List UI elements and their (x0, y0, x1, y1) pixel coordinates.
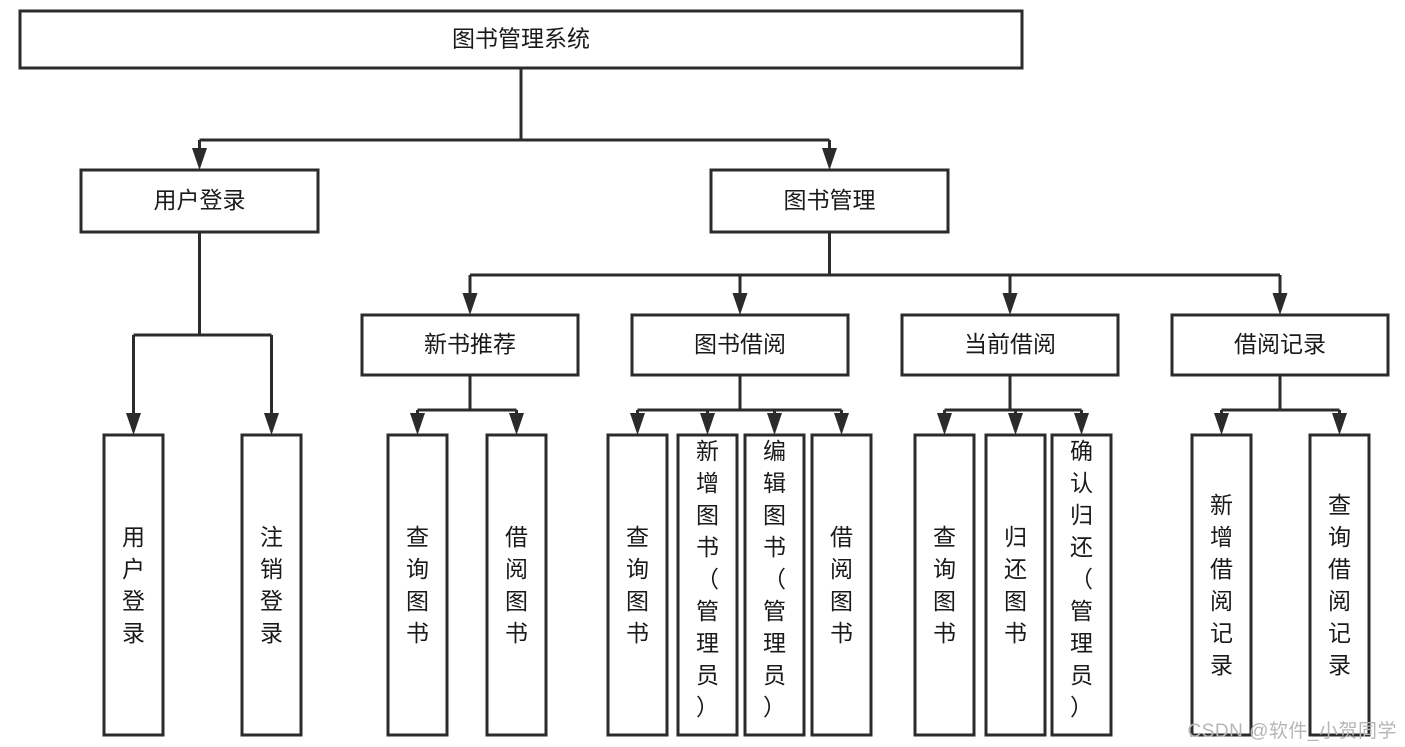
leaf-box-leaf-add-borrow-record[interactable] (1190, 433, 1253, 737)
leaf-label-leaf-add-book-admin: 新增图书（管理员） (696, 438, 719, 720)
node-root[interactable]: 图书管理系统 (18, 9, 1024, 70)
edge-root-user-login-arrowhead (192, 148, 207, 170)
leaf-node-leaf-query-borrow-record[interactable]: 查询借阅记录 (1308, 433, 1371, 737)
edge-root-book-management-arrowhead (822, 148, 837, 170)
edge-book-borrow-leaf-borrow-book-arrowhead (834, 413, 849, 435)
leaf-box-leaf-query-book-recommend[interactable] (386, 433, 449, 737)
node-box-book-management[interactable] (709, 168, 950, 234)
edge-bookmgmt-new-book-recommend-arrowhead (462, 293, 478, 315)
node-borrow-record[interactable]: 借阅记录 (1170, 313, 1390, 377)
leaf-box-leaf-query-book-borrow[interactable] (606, 433, 669, 737)
leaf-box-leaf-logout[interactable] (240, 433, 303, 737)
edge-current-borrow-leaf-return-book-arrowhead (1008, 413, 1023, 435)
node-book-management[interactable]: 图书管理 (709, 168, 950, 234)
node-new-book-recommend[interactable]: 新书推荐 (360, 313, 580, 377)
leaf-label-leaf-confirm-return-admin: 确认归还（管理员） (1070, 438, 1093, 720)
node-box-borrow-record[interactable] (1170, 313, 1390, 377)
leaf-node-leaf-logout[interactable]: 注销登录 (240, 433, 303, 737)
edge-new-book-recommend-leaf-borrow-book-recommend-arrowhead (509, 413, 524, 435)
leaf-label-leaf-borrow-book: 借阅图书 (830, 524, 853, 646)
leaf-node-leaf-add-borrow-record[interactable]: 新增借阅记录 (1190, 433, 1253, 737)
leaf-node-leaf-user-login[interactable]: 用户登录 (102, 433, 165, 737)
node-label-borrow-record: 借阅记录 (1234, 331, 1326, 357)
leaf-node-leaf-return-book[interactable]: 归还图书 (984, 433, 1047, 737)
leaf-box-leaf-query-borrow-record[interactable] (1308, 433, 1371, 737)
leaf-box-leaf-confirm-return-admin[interactable] (1050, 433, 1113, 737)
edge-bookmgmt-current-borrow-arrowhead (1002, 293, 1018, 315)
leaf-box-leaf-edit-book-admin[interactable] (743, 433, 806, 737)
edge-borrow-record-leaf-add-borrow-record-arrowhead (1214, 413, 1229, 435)
edge-book-borrow-leaf-add-book-admin-arrowhead (700, 413, 715, 435)
edge-book-borrow-leaf-query-book-borrow-arrowhead (630, 413, 645, 435)
leaf-node-leaf-add-book-admin[interactable]: 新增图书（管理员） (676, 433, 739, 737)
edge-current-borrow-leaf-query-book-current-arrowhead (937, 413, 952, 435)
node-label-current-borrow: 当前借阅 (964, 331, 1056, 357)
node-box-user-login[interactable] (79, 168, 320, 234)
edge-bookmgmt-borrow-record-arrowhead (1272, 293, 1288, 315)
edge-user-login-leaf-logout-arrowhead (264, 413, 279, 435)
nodes-layer: 图书管理系统用户登录图书管理新书推荐图书借阅当前借阅借阅记录用户登录注销登录查询… (18, 9, 1390, 737)
node-label-book-management: 图书管理 (784, 187, 876, 213)
leaf-label-leaf-add-borrow-record: 新增借阅记录 (1210, 492, 1233, 678)
edge-current-borrow-leaf-confirm-return-admin-arrowhead (1074, 413, 1089, 435)
edge-borrow-record-leaf-query-borrow-record-arrowhead (1332, 413, 1347, 435)
edge-book-borrow-leaf-edit-book-admin-arrowhead (767, 413, 782, 435)
leaf-label-leaf-query-book-recommend: 查询图书 (406, 524, 429, 646)
leaf-label-leaf-query-book-current: 查询图书 (933, 524, 956, 646)
leaf-label-leaf-edit-book-admin: 编辑图书（管理员） (763, 438, 786, 720)
node-box-root[interactable] (18, 9, 1024, 70)
leaf-node-leaf-query-book-current[interactable]: 查询图书 (913, 433, 976, 737)
leaf-box-leaf-borrow-book[interactable] (810, 433, 873, 737)
node-label-root: 图书管理系统 (452, 26, 590, 52)
node-box-book-borrow[interactable] (630, 313, 850, 377)
edge-bookmgmt-book-borrow-arrowhead (732, 293, 748, 315)
leaf-label-leaf-query-borrow-record: 查询借阅记录 (1328, 492, 1351, 678)
leaf-node-leaf-query-book-borrow[interactable]: 查询图书 (606, 433, 669, 737)
node-current-borrow[interactable]: 当前借阅 (900, 313, 1120, 377)
node-box-new-book-recommend[interactable] (360, 313, 580, 377)
leaf-box-leaf-add-book-admin[interactable] (676, 433, 739, 737)
node-label-user-login: 用户登录 (154, 187, 246, 213)
edge-new-book-recommend-leaf-query-book-recommend-arrowhead (410, 413, 425, 435)
leaf-box-leaf-user-login[interactable] (102, 433, 165, 737)
leaf-label-leaf-logout: 注销登录 (260, 524, 283, 646)
leaf-node-leaf-confirm-return-admin[interactable]: 确认归还（管理员） (1050, 433, 1113, 737)
leaf-label-leaf-user-login: 用户登录 (122, 524, 145, 646)
leaf-node-leaf-edit-book-admin[interactable]: 编辑图书（管理员） (743, 433, 806, 737)
leaf-node-leaf-query-book-recommend[interactable]: 查询图书 (386, 433, 449, 737)
node-box-current-borrow[interactable] (900, 313, 1120, 377)
node-user-login[interactable]: 用户登录 (79, 168, 320, 234)
connectors-layer (126, 68, 1347, 435)
leaf-label-leaf-borrow-book-recommend: 借阅图书 (505, 524, 528, 646)
leaf-box-leaf-return-book[interactable] (984, 433, 1047, 737)
node-label-book-borrow: 图书借阅 (694, 331, 786, 357)
watermark-text: CSDN @软件_小贺同学 (1187, 721, 1397, 742)
leaf-node-leaf-borrow-book[interactable]: 借阅图书 (810, 433, 873, 737)
node-book-borrow[interactable]: 图书借阅 (630, 313, 850, 377)
leaf-label-leaf-return-book: 归还图书 (1004, 524, 1027, 646)
edge-user-login-leaf-user-login-arrowhead (126, 413, 141, 435)
leaf-box-leaf-borrow-book-recommend[interactable] (485, 433, 548, 737)
leaf-label-leaf-query-book-borrow: 查询图书 (626, 524, 649, 646)
leaf-box-leaf-query-book-current[interactable] (913, 433, 976, 737)
leaf-node-leaf-borrow-book-recommend[interactable]: 借阅图书 (485, 433, 548, 737)
node-label-new-book-recommend: 新书推荐 (424, 331, 516, 357)
